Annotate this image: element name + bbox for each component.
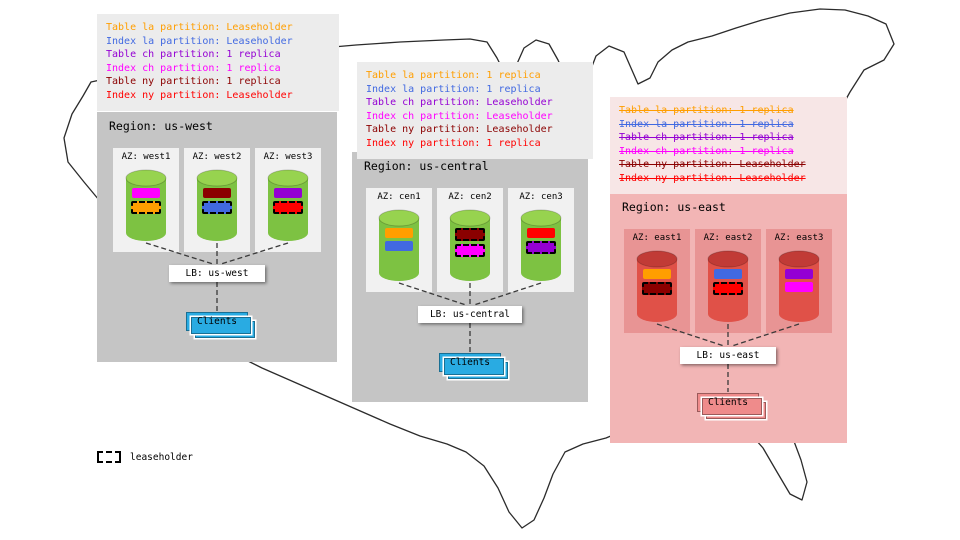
partition-chip [385,241,413,251]
note-line: Index ch partition: 1 replica [619,145,794,157]
clients-us-central: Clients [439,353,501,372]
partition-notes-us-west: Table la partition: Leaseholder Index la… [97,14,339,111]
az-label: AZ: west1 [121,152,171,162]
note-line: Index la partition: Leaseholder [106,35,293,47]
note-line: Index ch partition: 1 replica [106,62,281,74]
partition-chip [455,228,485,241]
az-card-west3: AZ: west3 [255,148,321,252]
az-card-west1: AZ: west1 [113,148,179,252]
partition-chip [785,269,813,279]
note-line: Index ny partition: Leaseholder [619,172,806,184]
note-line: Table ny partition: Leaseholder [366,124,553,136]
partition-chip [274,188,302,198]
partition-notes-us-central: Table la partition: 1 replica Index la p… [357,62,593,159]
chips-stack [624,269,690,295]
chips-stack [437,228,503,257]
note-line: Table la partition: 1 replica [366,70,541,81]
az-label: AZ: west3 [263,152,313,162]
lb-us-east: LB: us-east [680,347,776,364]
az-card-east3: AZ: east3 [766,229,832,333]
az-label: AZ: cen3 [519,192,563,202]
partition-chip [202,201,232,214]
region-title: Region: us-west [109,119,213,133]
az-card-east2: AZ: east2 [695,229,761,333]
region-us-east: Region: us-east AZ: east1 AZ: east2 [610,193,847,443]
leaseholder-label: leaseholder [130,451,193,463]
partition-chip [643,269,671,279]
partition-chip [455,244,485,257]
chips-stack [508,228,574,254]
note-line: Index la partition: 1 replica [366,83,541,95]
chips-stack [366,228,432,251]
region-title: Region: us-east [622,200,726,214]
partition-chip [526,241,556,254]
chips-stack [255,188,321,214]
note-line: Index ny partition: 1 replica [366,137,541,149]
partition-chip [642,282,672,295]
az-card-cen1: AZ: cen1 [366,188,432,292]
region-title: Region: us-central [364,159,489,173]
az-label: AZ: east3 [774,233,824,243]
clients-us-west: Clients [186,312,248,331]
az-card-west2: AZ: west2 [184,148,250,252]
partition-chip [713,282,743,295]
note-line: Table ny partition: Leaseholder [619,159,806,171]
note-line: Index la partition: 1 replica [619,118,794,130]
partition-chip [131,201,161,214]
az-label: AZ: cen2 [448,192,492,202]
chips-stack [766,269,832,292]
az-label: AZ: east1 [632,233,682,243]
note-line: Table ch partition: 1 replica [106,49,281,61]
leaseholder-legend: leaseholder [97,451,193,463]
note-line: Index ny partition: Leaseholder [106,89,293,101]
partition-chip [203,188,231,198]
chips-stack [184,188,250,214]
az-card-cen2: AZ: cen2 [437,188,503,292]
partition-chip [132,188,160,198]
lb-us-central: LB: us-central [418,306,522,323]
note-line: Index ch partition: Leaseholder [366,110,553,122]
chips-stack [695,269,761,295]
clients-us-east: Clients [697,393,759,412]
az-card-cen3: AZ: cen3 [508,188,574,292]
note-line: Table ch partition: 1 replica [619,132,794,144]
note-line: Table ny partition: 1 replica [106,76,281,88]
az-card-east1: AZ: east1 [624,229,690,333]
az-label: AZ: west2 [192,152,242,162]
az-label: AZ: cen1 [377,192,421,202]
note-line: Table la partition: 1 replica [619,105,794,116]
partition-chip [273,201,303,214]
partition-chip [527,228,555,238]
partition-chip [385,228,413,238]
chips-stack [113,188,179,214]
note-line: Table ch partition: Leaseholder [366,97,553,109]
partition-chip [785,282,813,292]
lb-us-west: LB: us-west [169,265,265,282]
az-label: AZ: east2 [703,233,753,243]
partition-notes-us-east: Table la partition: 1 replica Index la p… [610,97,847,194]
leaseholder-swatch-icon [97,451,121,463]
partition-chip [714,269,742,279]
note-line: Table la partition: Leaseholder [106,22,293,33]
